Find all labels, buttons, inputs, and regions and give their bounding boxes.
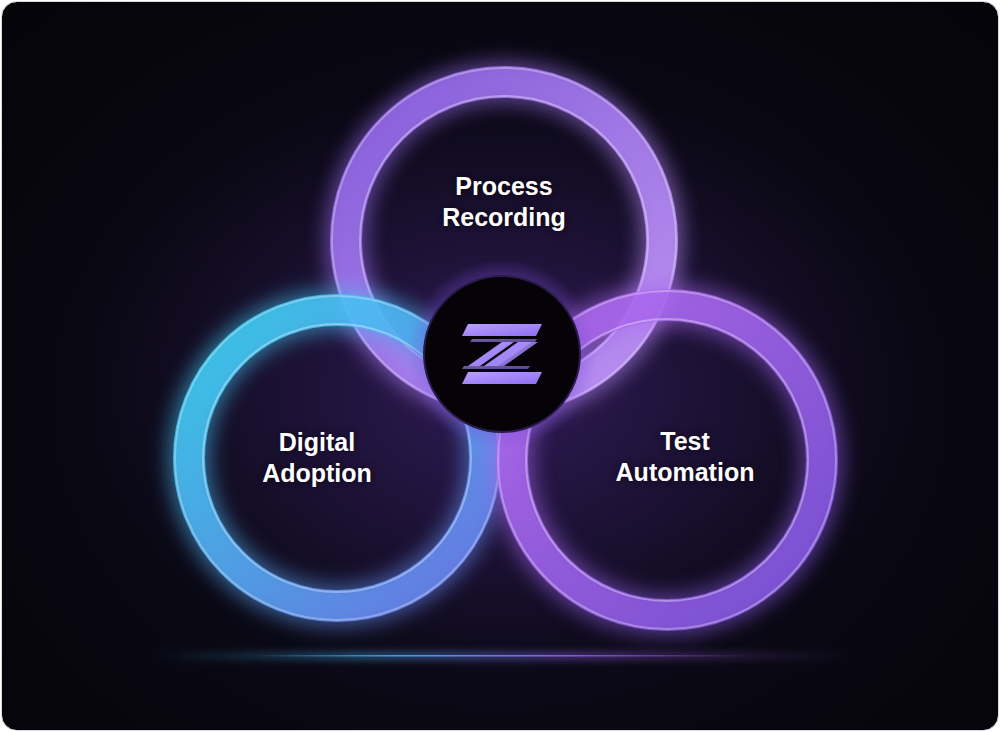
ring-label: Test Automation bbox=[603, 426, 768, 488]
ring-node: Test Automation bbox=[482, 275, 852, 645]
ring-inner-edge bbox=[203, 324, 471, 592]
floor-glow bbox=[152, 654, 852, 658]
ring-glow bbox=[512, 305, 822, 615]
ring-band bbox=[346, 82, 662, 398]
ring-node: Digital Adoption bbox=[159, 280, 515, 636]
ring-label: Process Recording bbox=[429, 171, 579, 233]
ring-glow bbox=[189, 310, 485, 606]
ring-outer-edge bbox=[332, 68, 676, 412]
ring-label: Digital Adoption bbox=[242, 427, 392, 489]
ring-glow bbox=[346, 82, 662, 398]
ring-band bbox=[189, 310, 485, 606]
ring-outer-edge bbox=[175, 296, 499, 620]
ring-inner-edge bbox=[526, 319, 808, 601]
ambient-haze bbox=[82, 82, 922, 682]
ring-outer-edge bbox=[498, 291, 836, 629]
floor-line bbox=[252, 655, 752, 657]
ring-band bbox=[512, 305, 822, 615]
ring-node: Process Recording bbox=[316, 52, 692, 428]
glowing-ring bbox=[316, 52, 692, 428]
glowing-ring bbox=[159, 280, 515, 636]
